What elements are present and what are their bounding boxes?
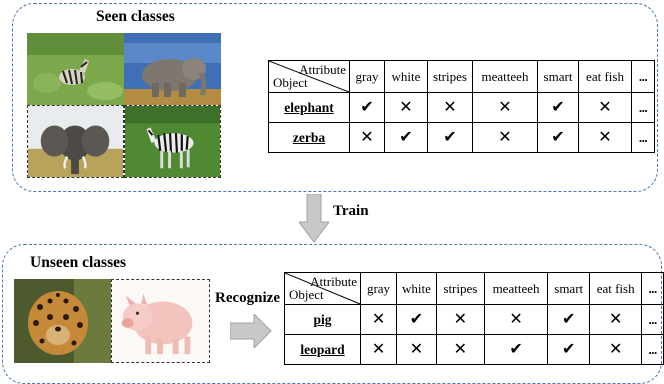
seen-classes-panel (12, 3, 658, 192)
row-object-name: elephant (268, 92, 350, 123)
recognize-arrow-icon (230, 314, 272, 348)
column-header: meatteeh (472, 60, 538, 93)
photo-pig (111, 279, 210, 363)
seen-classes-title: Seen classes (96, 8, 175, 25)
cross-icon: ✕ (453, 309, 468, 328)
column-header: eat fish (578, 60, 632, 93)
cross-icon: ✕ (608, 309, 623, 328)
attribute-mark: ✕ (435, 334, 485, 365)
recognize-label: Recognize (215, 290, 280, 306)
column-header: white (395, 272, 437, 305)
cross-icon: ✕ (360, 127, 374, 146)
cross-icon: ✕ (498, 97, 512, 116)
column-header: smart (547, 272, 591, 305)
column-header: eat fish (589, 272, 643, 305)
check-icon: ✔ (562, 309, 576, 328)
column-header: stripes (427, 60, 473, 93)
column-header: stripes (435, 272, 485, 305)
photo-elephant-side (124, 33, 221, 105)
check-icon: ✔ (551, 97, 565, 116)
cross-icon: ✕ (598, 97, 612, 116)
attribute-mark: ✕ (427, 92, 473, 123)
check-icon: ✔ (399, 127, 413, 146)
attribute-mark: ✕ (384, 92, 428, 123)
column-header: white (384, 60, 428, 93)
cross-icon: ✕ (498, 127, 512, 146)
header-object-label: Object (273, 75, 308, 90)
check-icon: ✔ (562, 339, 576, 358)
row-object-name: zerba (268, 122, 350, 153)
attribute-mark: ✔ (547, 304, 591, 335)
unseen-classes-title: Unseen classes (30, 254, 127, 271)
attribute-mark: ✕ (483, 304, 549, 335)
column-header: meatteeh (483, 272, 549, 305)
cross-icon: ✕ (443, 97, 457, 116)
photo-zebra-lying (27, 33, 124, 105)
train-label: Train (333, 203, 369, 219)
photo-leopard (14, 279, 111, 363)
column-header: ... (631, 60, 655, 93)
attribute-ellipsis: ... (631, 122, 655, 153)
table-header-row: Attribute Object gray white stripes meat… (283, 272, 664, 305)
attribute-mark: ✔ (537, 92, 579, 123)
attribute-mark: ✕ (435, 304, 485, 335)
attribute-mark: ✕ (395, 334, 437, 365)
attribute-ellipsis: ... (641, 334, 664, 365)
table-corner-cell: Attribute Object (283, 272, 362, 305)
cross-icon: ✕ (371, 339, 386, 358)
column-header: ... (641, 272, 664, 305)
column-header: smart (537, 60, 579, 93)
attribute-mark: ✕ (349, 122, 385, 153)
check-icon: ✔ (409, 309, 424, 328)
attribute-mark: ✕ (472, 122, 538, 153)
attribute-mark: ✔ (483, 334, 549, 365)
cross-icon: ✕ (371, 309, 386, 328)
attribute-ellipsis: ... (631, 92, 655, 123)
unseen-attribute-table: Attribute Object gray white stripes meat… (283, 272, 664, 365)
attribute-ellipsis: ... (641, 304, 664, 335)
column-header: gray (360, 272, 397, 305)
attribute-mark: ✕ (589, 334, 643, 365)
attribute-mark: ✕ (360, 334, 397, 365)
table-row: leopard ✕ ✕ ✕ ✔ ✔ ✕ ... (283, 334, 664, 365)
check-icon: ✔ (551, 127, 565, 146)
check-icon: ✔ (443, 127, 457, 146)
attribute-mark: ✕ (589, 304, 643, 335)
cross-icon: ✕ (409, 339, 424, 358)
attribute-mark: ✕ (578, 122, 632, 153)
attribute-mark: ✔ (349, 92, 385, 123)
attribute-mark: ✕ (360, 304, 397, 335)
photo-zebra-standing (124, 105, 221, 178)
header-attribute-label: Attribute (299, 62, 346, 77)
table-row: elephant ✔ ✕ ✕ ✕ ✔ ✕ ... (268, 92, 655, 123)
check-icon: ✔ (360, 97, 374, 116)
table-row: zerba ✕ ✔ ✔ ✕ ✔ ✕ ... (268, 122, 655, 153)
row-object-name: leopard (283, 334, 362, 365)
cross-icon: ✕ (453, 339, 468, 358)
attribute-mark: ✔ (547, 334, 591, 365)
photo-elephant-front (27, 105, 124, 178)
attribute-mark: ✕ (472, 92, 538, 123)
table-header-row: Attribute Object gray white stripes meat… (268, 60, 655, 93)
check-icon: ✔ (509, 339, 523, 358)
table-corner-cell: Attribute Object (268, 60, 350, 93)
header-object-label: Object (289, 287, 324, 302)
train-arrow-icon (299, 194, 329, 243)
cross-icon: ✕ (608, 339, 623, 358)
row-object-name: pig (283, 304, 362, 335)
cross-icon: ✕ (399, 97, 413, 116)
attribute-mark: ✔ (427, 122, 473, 153)
table-row: pig ✕ ✔ ✕ ✕ ✔ ✕ ... (283, 304, 664, 335)
cross-icon: ✕ (598, 127, 612, 146)
column-header: gray (349, 60, 385, 93)
attribute-mark: ✔ (384, 122, 428, 153)
attribute-mark: ✔ (395, 304, 437, 335)
seen-attribute-table: Attribute Object gray white stripes meat… (268, 60, 655, 153)
cross-icon: ✕ (509, 309, 523, 328)
attribute-mark: ✔ (537, 122, 579, 153)
attribute-mark: ✕ (578, 92, 632, 123)
header-attribute-label: Attribute (310, 274, 358, 289)
